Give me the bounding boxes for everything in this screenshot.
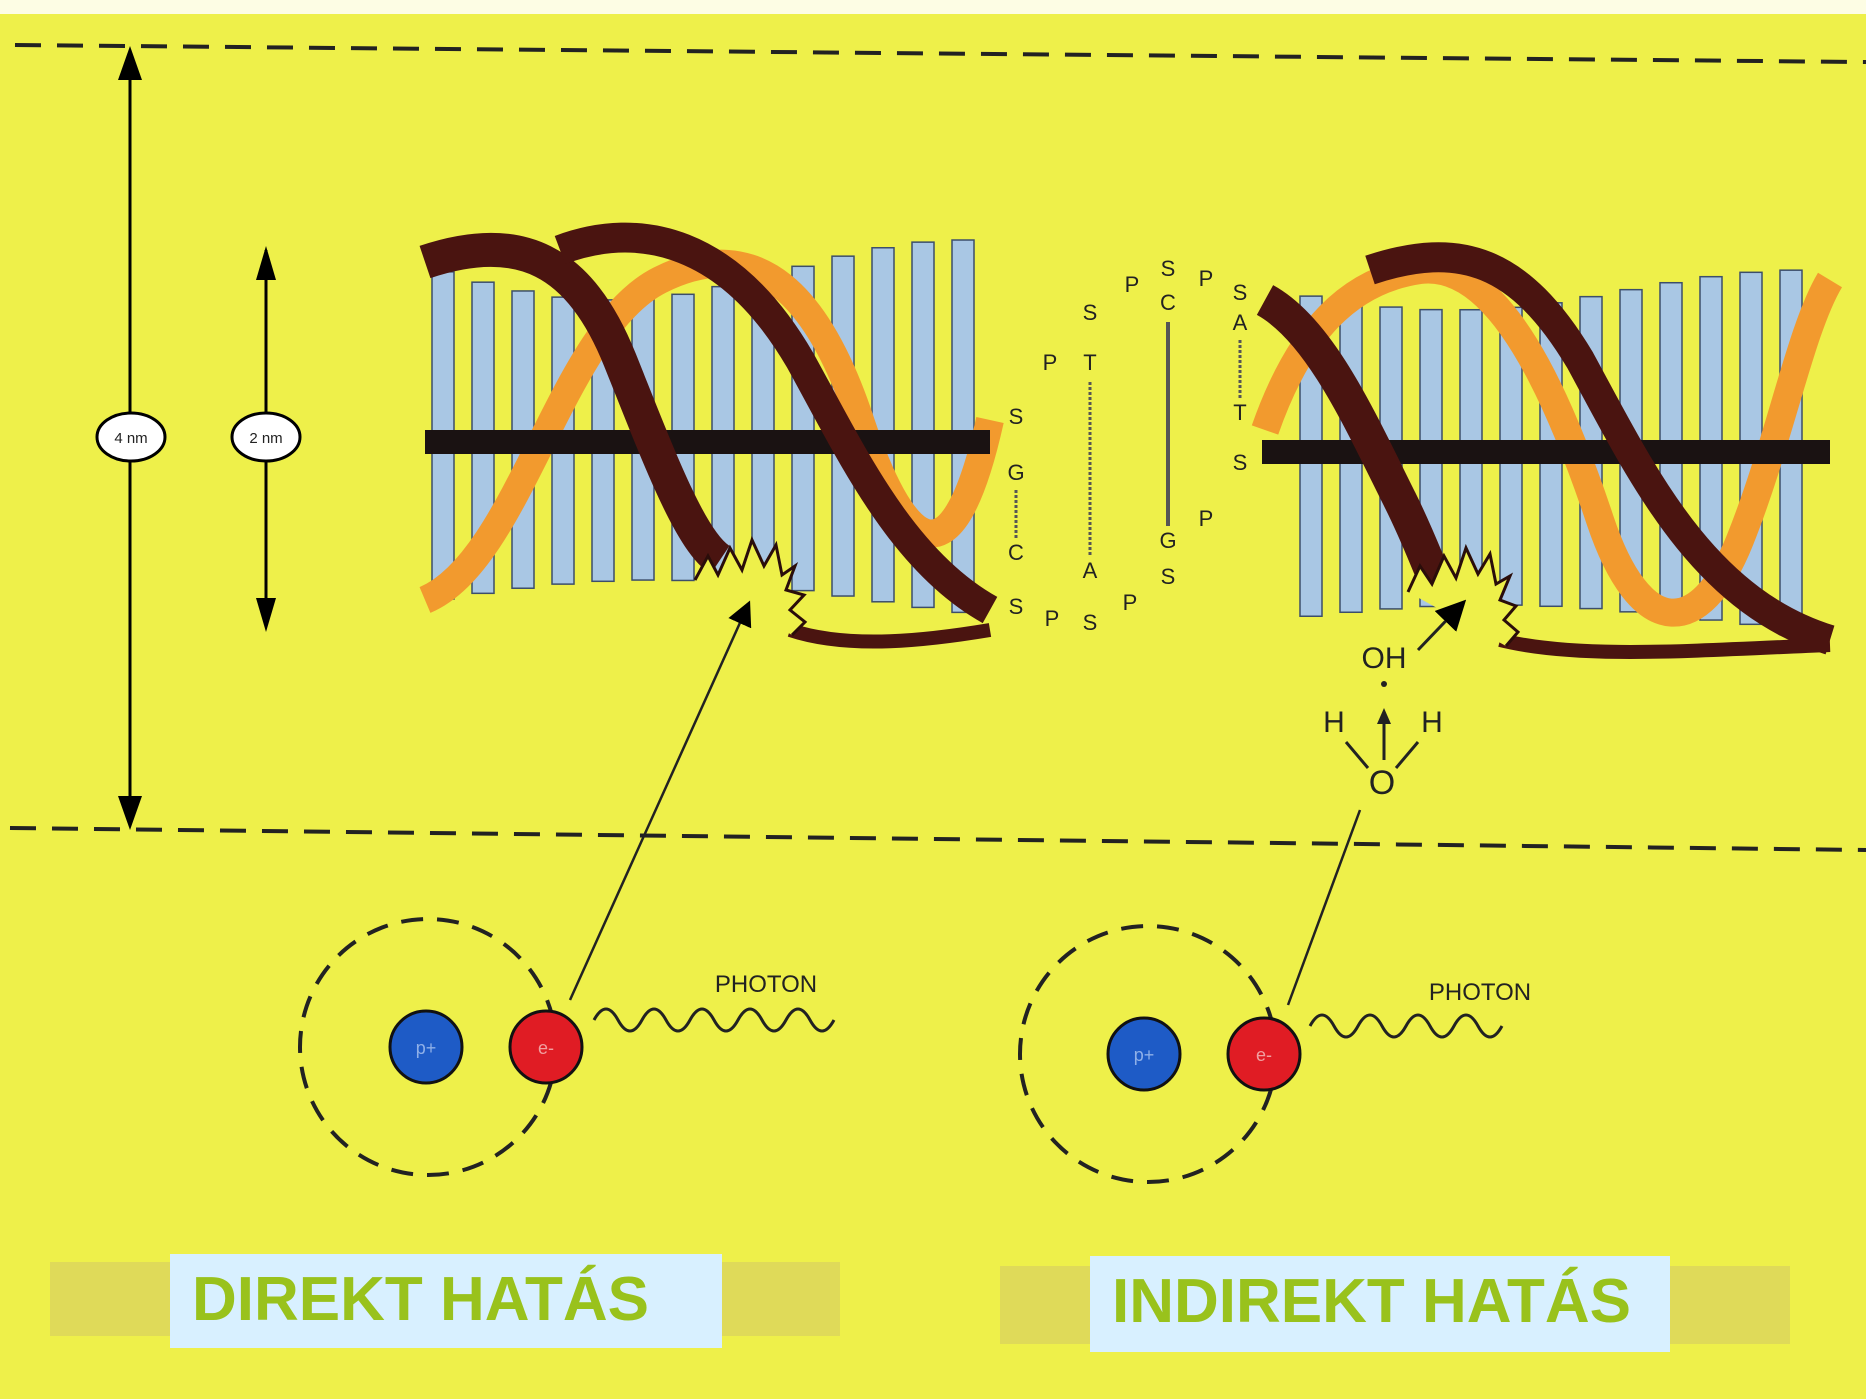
direct-proton-label: p+ (416, 1038, 437, 1058)
dna-helix-right (1251, 242, 1843, 659)
helix-axis-left (425, 430, 990, 454)
base-col4-4: S (1233, 450, 1248, 475)
indirect-effect-caption: INDIREKT HATÁS (1090, 1256, 1670, 1352)
indirect-electron-label: e- (1256, 1045, 1272, 1065)
indirect-photon-wave (1308, 1013, 1504, 1039)
strand-break-right (1406, 543, 1521, 647)
base-col4-3: T (1233, 400, 1246, 425)
radical-arrow (1416, 599, 1467, 652)
strand-dark-right-b (1365, 242, 1835, 655)
base-col3-4: S (1161, 564, 1176, 589)
indirect-proton (1106, 1016, 1182, 1092)
base-col2-2: T (1083, 350, 1096, 375)
indirect-electron (1226, 1016, 1302, 1092)
strand-dark-left-b (554, 222, 998, 624)
direct-electron (508, 1009, 584, 1085)
hydroxyl-radical: OH (1362, 642, 1407, 675)
base-col1-3: C (1008, 540, 1024, 565)
phosphate-6: P (1199, 506, 1214, 531)
base-col2-1: S (1083, 300, 1098, 325)
base-col4-2: A (1233, 310, 1248, 335)
indirect-proton-label: p+ (1134, 1045, 1155, 1065)
direct-effect-caption: DIREKT HATÁS (170, 1254, 722, 1348)
phosphate-5: P (1199, 266, 1214, 291)
bottom-dashed-line (9, 826, 1866, 852)
base-sequence: S G C S P P S T A S P P S C G S P P S A … (1007, 256, 1247, 635)
strand-dark-left-c (787, 623, 992, 649)
base-col1-4: S (1009, 594, 1024, 619)
dimension-4nm: 4 nm (95, 46, 167, 830)
strand-dark-right (1256, 285, 1456, 598)
base-col2-4: S (1083, 610, 1098, 635)
top-dashed-line (14, 43, 1866, 64)
base-col1-1: S (1009, 404, 1024, 429)
top-border (0, 0, 1866, 14)
direct-photon-label: PHOTON (715, 971, 817, 998)
water-oxygen: O (1369, 764, 1395, 802)
direct-photon-wave (592, 1007, 836, 1033)
strand-break-left (693, 535, 808, 637)
phosphate-4: P (1123, 590, 1138, 615)
strand-dark-right-c (1498, 633, 1831, 659)
dimension-label-2nm: 2 nm (249, 430, 282, 447)
dna-helix-left (418, 222, 1004, 649)
dimension-2nm: 2 nm (230, 246, 302, 632)
direct-proton (388, 1009, 464, 1085)
indirect-photon-label: PHOTON (1429, 979, 1531, 1006)
phosphate-2: P (1045, 606, 1060, 631)
base-col3-3: G (1159, 528, 1176, 553)
strand-dark-left (419, 232, 731, 575)
indirect-hit-arrow (1286, 809, 1362, 1006)
base-col3-1: S (1161, 256, 1176, 281)
phosphate-1: P (1043, 350, 1058, 375)
dimension-label-4nm: 4 nm (114, 430, 147, 447)
water-h-right: H (1421, 706, 1443, 739)
base-col4-1: S (1233, 280, 1248, 305)
indirect-effect-atom: p+ e- PHOTON O H H OH (1018, 599, 1531, 1184)
helix-axis-right (1262, 440, 1830, 464)
base-pair-bar (951, 239, 975, 614)
direct-electron-label: e- (538, 1038, 554, 1058)
strand-orange-left (418, 249, 1004, 613)
direct-effect-atom: p+ e- PHOTON (298, 600, 836, 1177)
base-col2-3: A (1083, 558, 1098, 583)
base-col1-2: G (1007, 460, 1024, 485)
phosphate-3: P (1125, 272, 1140, 297)
base-col3-2: C (1160, 290, 1176, 315)
direct-hit-arrow (568, 600, 752, 1001)
water-h-left: H (1323, 706, 1345, 739)
